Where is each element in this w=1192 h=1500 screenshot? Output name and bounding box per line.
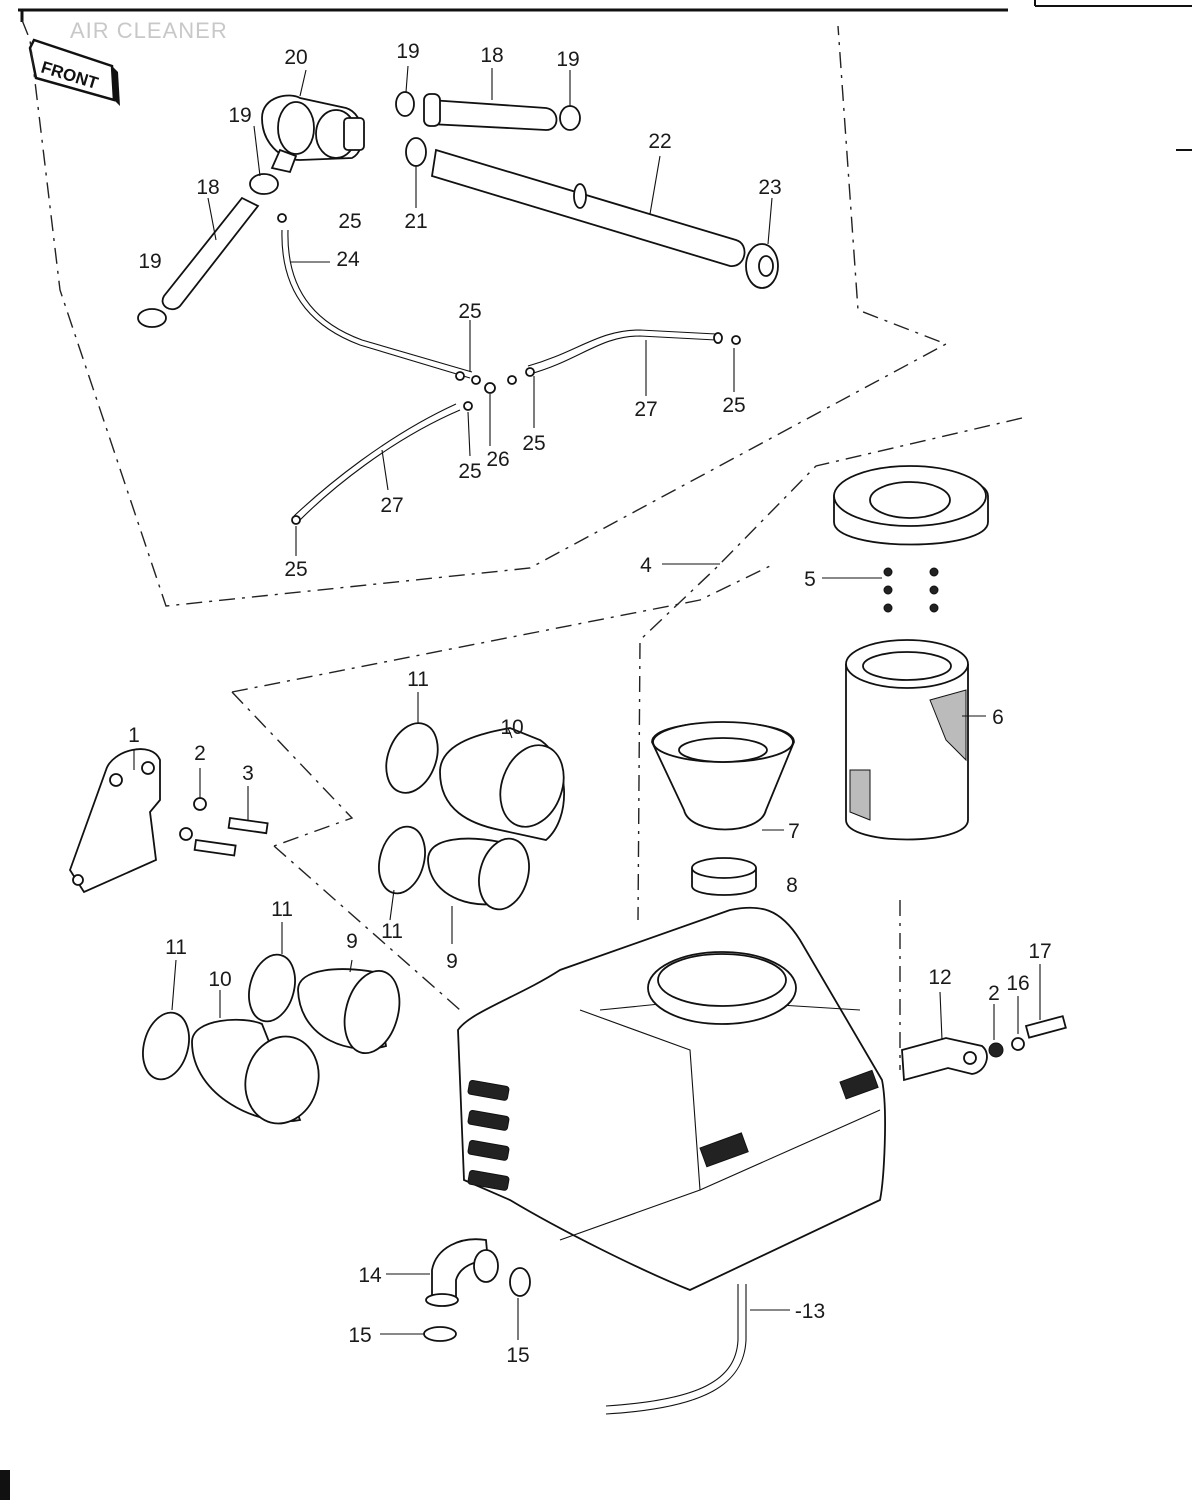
- callout-15: 15: [348, 1324, 371, 1347]
- callout-10: 10: [208, 968, 231, 991]
- upper-leaders: [207, 65, 773, 556]
- callout-19: 19: [228, 104, 251, 127]
- front-arrow-icon: FRONT: [28, 38, 120, 106]
- callout-2: 2: [194, 742, 206, 765]
- breather-assembly: [137, 91, 779, 525]
- intake-ducts: [142, 722, 565, 1125]
- callout-19: 19: [396, 40, 419, 63]
- callout-19: 19: [138, 250, 161, 273]
- callout-7: 7: [788, 820, 800, 843]
- callout-2: 2: [988, 982, 1000, 1005]
- duct-leaders: [171, 692, 513, 1018]
- callout-11: 11: [165, 936, 187, 959]
- callout-14: 14: [358, 1264, 382, 1287]
- callout-16: 16: [1006, 972, 1029, 995]
- right-bracket: [901, 964, 1067, 1082]
- callout-18: 18: [480, 44, 503, 67]
- callout-labels: 20 19 18 19 19 21 22 23 18 25 24 19 25 2…: [128, 40, 1052, 1367]
- callout-8: 8: [786, 874, 798, 897]
- callout-25: 25: [458, 300, 481, 323]
- callout-11: 11: [271, 898, 293, 921]
- callout-13: -13: [795, 1300, 825, 1323]
- callout-21: 21: [404, 210, 427, 233]
- callout-25: 25: [722, 394, 745, 417]
- callout-25: 25: [458, 460, 481, 483]
- filter-assembly: [651, 465, 989, 896]
- air-cleaner-housing: [457, 906, 886, 1291]
- callout-27: 27: [380, 494, 403, 517]
- callout-9: 9: [346, 930, 358, 953]
- callout-17: 17: [1028, 940, 1051, 963]
- breather-valve: [261, 94, 365, 174]
- callout-1: 1: [128, 724, 140, 747]
- callout-6: 6: [992, 706, 1004, 729]
- callout-11: 11: [407, 668, 429, 691]
- callout-4: 4: [640, 554, 652, 577]
- callout-25: 25: [338, 210, 361, 233]
- callout-10: 10: [500, 716, 523, 739]
- callout-23: 23: [758, 176, 781, 199]
- callout-3: 3: [242, 762, 254, 785]
- callout-25: 25: [522, 432, 545, 455]
- callout-5: 5: [804, 568, 816, 591]
- callout-24: 24: [336, 248, 360, 271]
- callout-26: 26: [486, 448, 509, 471]
- callout-9: 9: [446, 950, 458, 973]
- callout-11: 11: [381, 920, 403, 943]
- callout-12: 12: [928, 966, 951, 989]
- callout-20: 20: [284, 46, 307, 69]
- page-title: AIR CLEANER: [70, 18, 228, 43]
- callout-19: 19: [556, 48, 579, 71]
- group-boundaries: [21, 19, 1023, 1070]
- callout-22: 22: [648, 130, 671, 153]
- left-bracket: [69, 748, 269, 894]
- bolt-column: [883, 567, 939, 613]
- callout-25: 25: [284, 558, 307, 581]
- callout-27: 27: [634, 398, 657, 421]
- filter-leaders: [662, 563, 986, 831]
- drain-assembly: [380, 1238, 790, 1415]
- housing-vents: [467, 1079, 510, 1191]
- callout-15: 15: [506, 1344, 529, 1367]
- callout-18: 18: [196, 176, 219, 199]
